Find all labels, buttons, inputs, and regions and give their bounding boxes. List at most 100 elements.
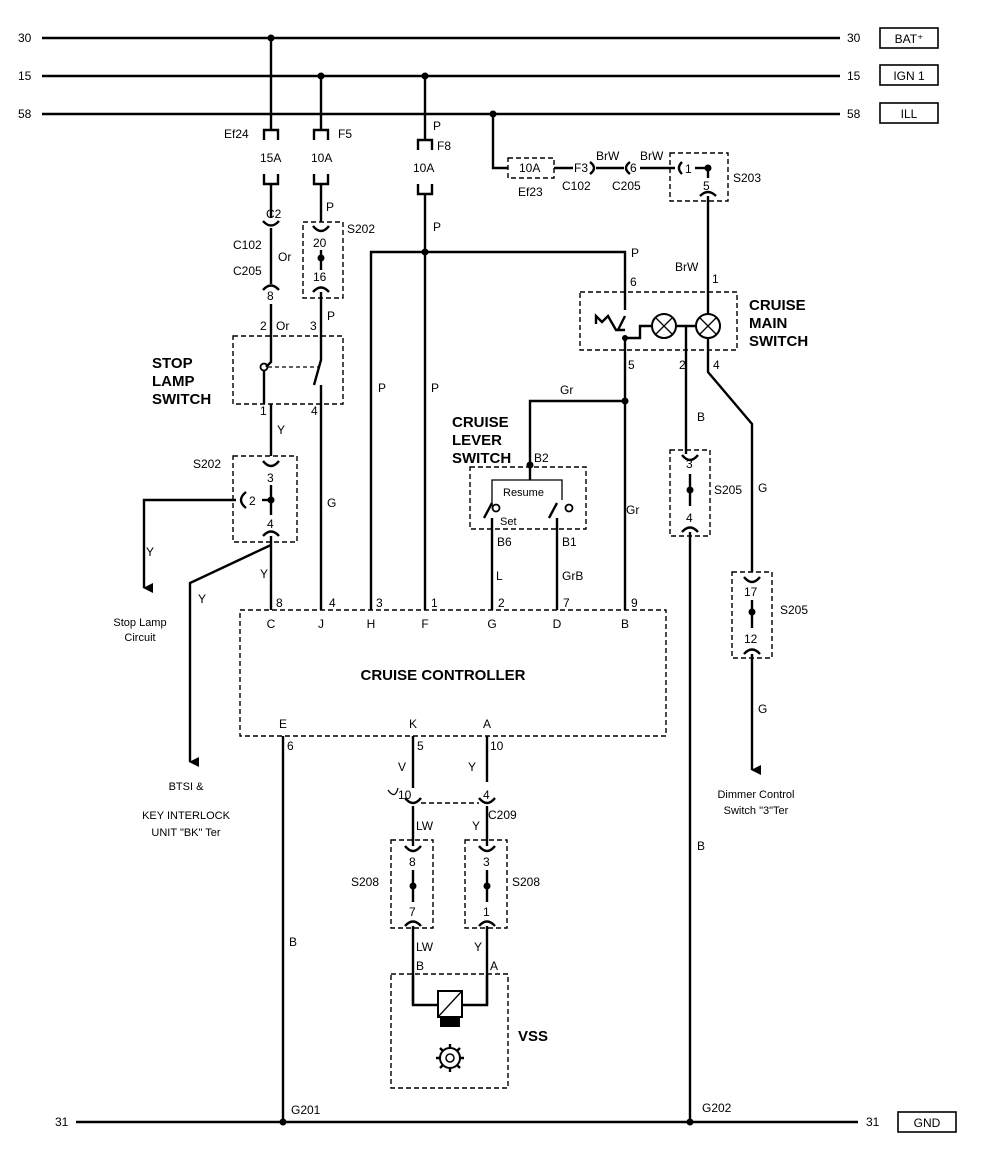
wire-y-stop: Y: [277, 423, 285, 437]
wire-or-2: Or: [276, 319, 289, 333]
fuse-ef24-name: Ef24: [224, 127, 249, 141]
wire-v: V: [398, 760, 406, 774]
wire-y-ctl: Y: [260, 567, 268, 581]
rail-31-left-label: 31: [55, 1115, 69, 1129]
ctl-pin-7: 7: [563, 596, 570, 610]
ef24-branch: Ef24 15A C2 C102 Or C205 8 2 Or: [224, 34, 291, 336]
stop-switch-pin-2: 2: [260, 319, 267, 333]
c209-pin-4: 4: [483, 788, 490, 802]
stop-lamp-circuit-note-1: Stop Lamp: [113, 617, 166, 629]
rail-30-right-label: 30: [847, 31, 861, 45]
wire-brw-3: BrW: [675, 260, 699, 274]
s205-b-label: S205: [714, 483, 742, 497]
s208-left-label: S208: [351, 875, 379, 889]
lever-pin-b6: B6: [497, 535, 512, 549]
ign1-tag: [879, 64, 939, 86]
wire-p-f: P: [431, 381, 439, 395]
cruise-lever-switch: Gr B2 CRUISE LEVER SWITCH Resume Set B6 …: [452, 383, 625, 610]
vss-title: VSS: [518, 1028, 548, 1045]
rail-58: 58 58 ILL: [18, 102, 939, 124]
wire-g-stop: G: [327, 496, 336, 510]
lever-pin-b2: B2: [534, 451, 549, 465]
rail-31-right-label: 31: [866, 1115, 880, 1129]
fuse-ef23-rating: 10A: [519, 161, 540, 175]
c209-label: C209: [488, 808, 517, 822]
rail-15-right-label: 15: [847, 69, 861, 83]
cruise-lever-switch-title-1: CRUISE: [452, 414, 509, 431]
wire-gr-lever: Gr: [560, 383, 573, 397]
cruise-main-switch: 6 CRUISE MAIN SWITCH 5 2 B 4 G Gr: [579, 275, 808, 610]
main-switch-pin-1: 1: [712, 272, 719, 286]
s205-b-pin-3: 3: [686, 457, 693, 471]
wire-b-g201: B: [289, 935, 297, 949]
wire-p-f8: P: [433, 220, 441, 234]
wire-p-f5: P: [326, 200, 334, 214]
rail-30: 30 30 BAT⁺: [18, 27, 939, 49]
s202-lower-splice: S202 3 2 4 Y Y Stop Lamp Circuit Y BTSI …: [113, 455, 298, 839]
wire-lw-1: LW: [416, 819, 434, 833]
fuse-f8-name: F8: [437, 139, 451, 153]
ctl-term-a: A: [483, 717, 491, 731]
s205-g-label: S205: [780, 603, 808, 617]
stop-lamp-switch-title-2: LAMP: [152, 373, 195, 390]
s208-left-pin-8: 8: [409, 855, 416, 869]
wire-p-h: P: [378, 381, 386, 395]
wire-gr-b: Gr: [626, 503, 639, 517]
s202-pin-16: 16: [313, 270, 327, 284]
vss-circuit: V Y 10 4 C209 LW Y S208 8 7 LW B S208 3 …: [351, 736, 548, 1089]
wire-brw-2: BrW: [640, 149, 664, 163]
s208-right-pin-3: 3: [483, 855, 490, 869]
s202-upper-box: [302, 221, 344, 299]
ctl-pin-9: 9: [631, 596, 638, 610]
c209-pin-10: 10: [398, 788, 412, 802]
gnd-tag: [897, 1111, 957, 1133]
stop-lamp-switch-box: [232, 335, 344, 405]
lever-pin-b1: B1: [562, 535, 577, 549]
ctl-pin-6: 6: [287, 739, 294, 753]
c205-pin-8: 8: [267, 289, 274, 303]
c205-pin-6: 6: [630, 161, 637, 175]
wire-grb: GrB: [562, 569, 583, 583]
s203-pin-1: 1: [685, 162, 692, 176]
ctl-pin-1: 1: [431, 596, 438, 610]
main-switch-pin-6: 6: [630, 275, 637, 289]
wire-g-dimmer: G: [758, 702, 767, 716]
fuse-ef24-rating: 15A: [260, 151, 281, 165]
wire-g-main: G: [758, 481, 767, 495]
ctl-term-e: E: [279, 717, 287, 731]
s203-box: [669, 152, 729, 202]
s202-pin-4: 4: [267, 517, 274, 531]
ctl-pin-2: 2: [498, 596, 505, 610]
ctl-pin-10: 10: [490, 739, 504, 753]
ctl-pin-3: 3: [376, 596, 383, 610]
s205-g-pin-17: 17: [744, 585, 758, 599]
s208-left-box: [390, 839, 434, 929]
dimmer-note-2: Switch "3"Ter: [724, 805, 789, 817]
s202-upper-label: S202: [347, 222, 375, 236]
s205-g-splice: S205 17 12 G Dimmer Control Switch "3"Te…: [717, 571, 808, 817]
rail-30-left-label: 30: [18, 31, 32, 45]
wire-l: L: [496, 569, 503, 583]
wire-p-f8-top: P: [433, 119, 441, 133]
ctl-term-c: C: [267, 617, 276, 631]
s202-lower-label: S202: [193, 457, 221, 471]
ctl-term-h: H: [367, 617, 376, 631]
c205-label: C205: [233, 264, 262, 278]
f5-branch: F5 10A P S202 20 16 P 3: [302, 72, 375, 336]
c102-label-2: C102: [562, 179, 591, 193]
cruise-main-switch-title-1: CRUISE: [749, 297, 806, 314]
stop-lamp-circuit-note-2: Circuit: [124, 632, 155, 644]
s208-right-label: S208: [512, 875, 540, 889]
stop-switch-pin-1: 1: [260, 404, 267, 418]
ef23-branch: 10A Ef23 F3 C102 BrW 6 C205 BrW S203 1 5…: [489, 110, 761, 292]
rail-58-left-label: 58: [18, 107, 32, 121]
cruise-controller: 8 4 3 1 2 7 9 C J H F G D B CRUISE CONTR…: [239, 596, 667, 753]
wire-brw-1: BrW: [596, 149, 620, 163]
cruise-controller-box: [239, 609, 667, 737]
stop-lamp-switch-title-1: STOP: [152, 355, 193, 372]
s205-b-pin-4: 4: [686, 511, 693, 525]
s202-pin-20: 20: [313, 236, 327, 250]
stop-switch-pin-3: 3: [310, 319, 317, 333]
ctl-pin-8: 8: [276, 596, 283, 610]
